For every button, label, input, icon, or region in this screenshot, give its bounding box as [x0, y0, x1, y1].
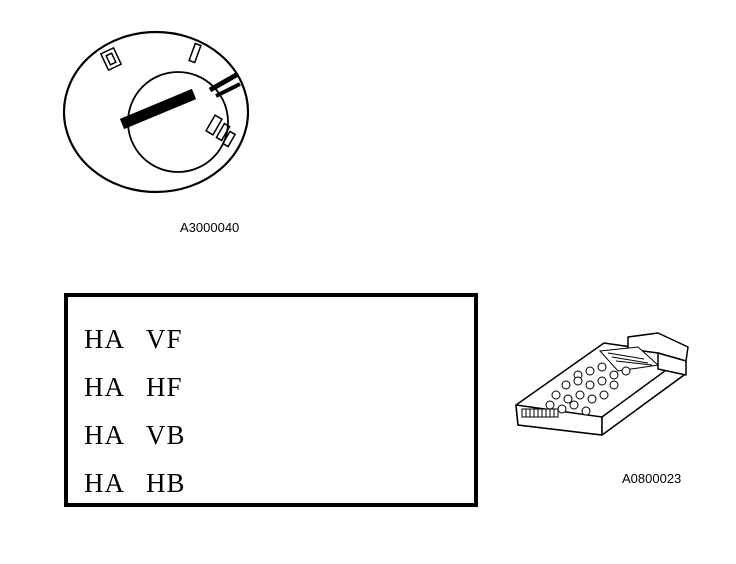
code-suffix: HF: [146, 372, 183, 402]
code-row: HA HB: [84, 459, 186, 507]
code-table: HA VF HA HF HA VB HA HB: [64, 293, 478, 507]
code-row: HA VF: [84, 315, 186, 363]
code-prefix: HA: [84, 420, 125, 450]
code-prefix: HA: [84, 324, 125, 354]
code-suffix: VB: [146, 420, 186, 450]
ignition-switch-icon: [62, 30, 250, 194]
code-row: HA HF: [84, 363, 186, 411]
code-row: HA VB: [84, 411, 186, 459]
code-prefix: HA: [84, 468, 125, 498]
figure-caption: A0800023: [622, 471, 682, 486]
code-prefix: HA: [84, 372, 125, 402]
figure-caption: A3000040: [180, 220, 240, 235]
handheld-tester-icon: [515, 332, 689, 436]
code-suffix: VF: [146, 324, 183, 354]
code-suffix: HB: [146, 468, 186, 498]
code-list: HA VF HA HF HA VB HA HB: [84, 315, 186, 507]
